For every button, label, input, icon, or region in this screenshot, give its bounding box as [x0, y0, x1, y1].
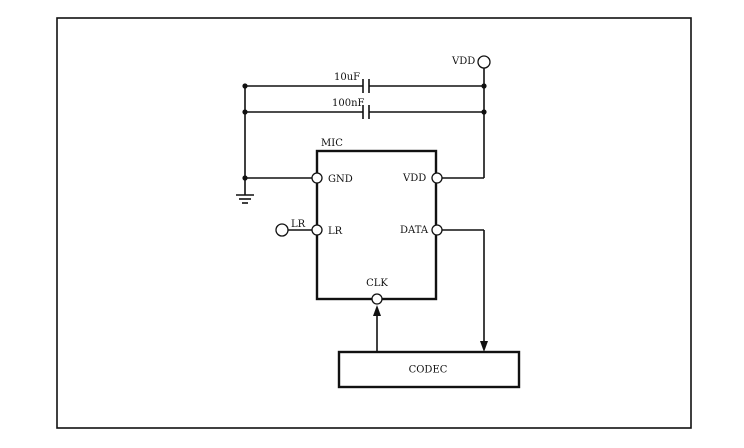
vdd-supply-terminal — [477, 55, 491, 69]
lr-input-label: LR — [291, 219, 306, 230]
junction-dot — [242, 109, 248, 115]
junction-dot — [242, 83, 248, 89]
pin-label-lr: LR — [328, 226, 343, 237]
codec-label: CODEC — [409, 365, 448, 376]
mic-pin-clk — [371, 293, 383, 305]
cap-10uf-label: 10uF — [334, 72, 360, 83]
mic-pin-vdd — [431, 172, 443, 184]
mic-title: MIC — [321, 138, 343, 149]
cap-100nf-label: 100nF — [332, 98, 365, 109]
junction-dot — [242, 175, 248, 181]
codec-block — [337, 350, 521, 389]
clk-arrowhead — [373, 305, 381, 316]
pin-label-gnd: GND — [328, 174, 353, 185]
mic-pin-lr — [311, 224, 323, 236]
vdd-supply-label: VDD — [451, 56, 475, 67]
pin-label-data: DATA — [400, 225, 429, 236]
junction-dot — [481, 83, 487, 89]
mic-pin-data — [431, 224, 443, 236]
outer-frame — [56, 17, 692, 429]
pin-label-vdd: VDD — [402, 173, 426, 184]
pin-label-clk: CLK — [366, 278, 388, 289]
lr-input-terminal — [275, 223, 289, 237]
junction-dot — [481, 109, 487, 115]
data-arrowhead — [480, 341, 488, 352]
mic-pin-gnd — [311, 172, 323, 184]
